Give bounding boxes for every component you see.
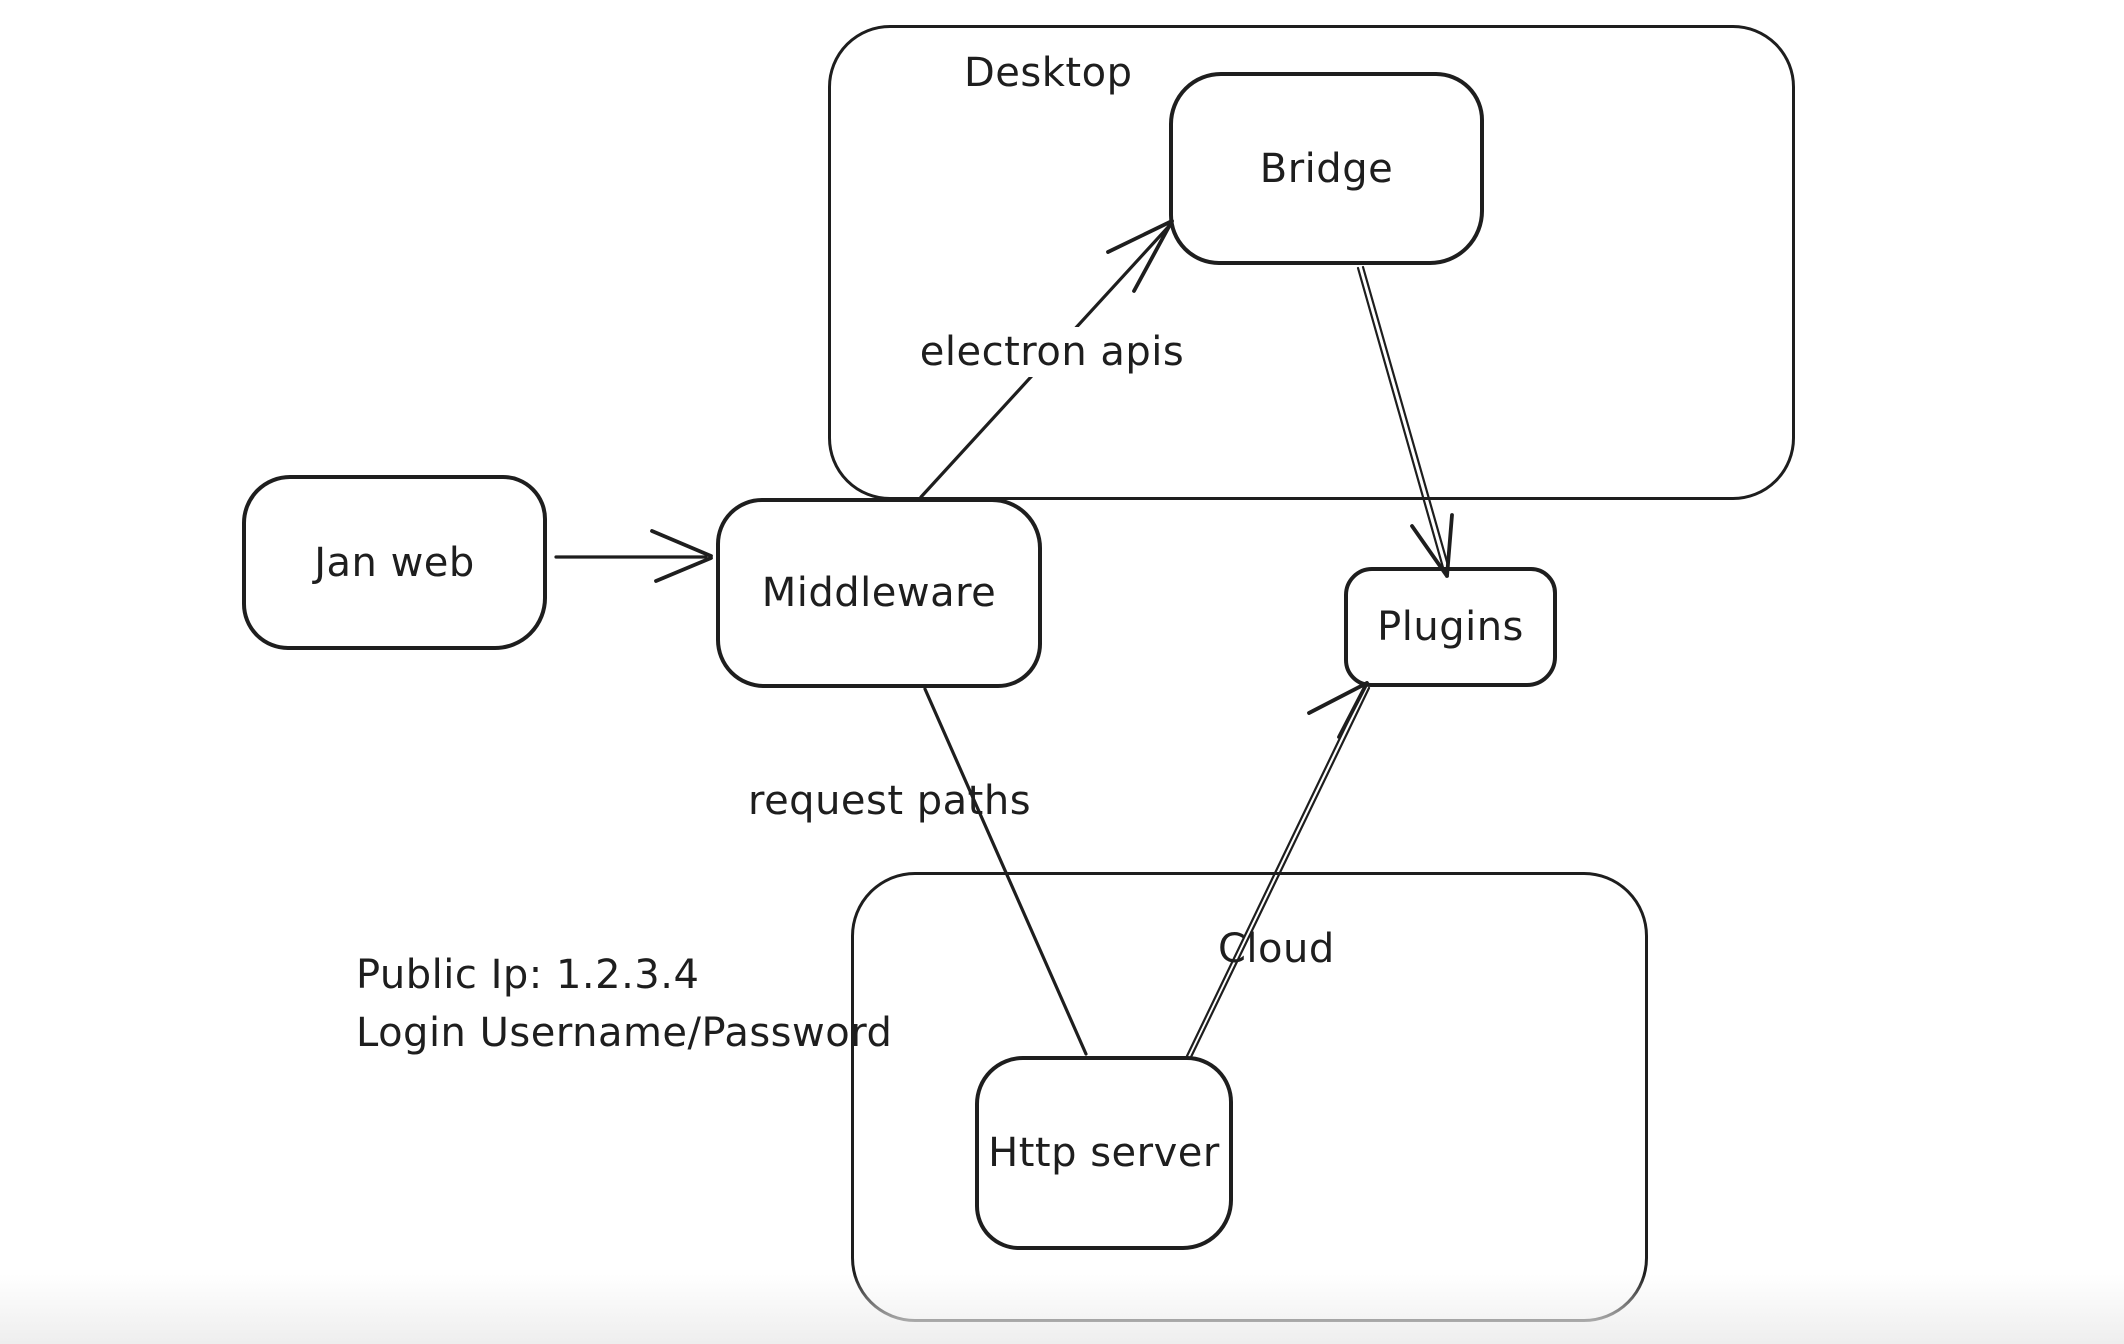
annotation-public-ip: Public Ip: 1.2.3.4 [356,952,700,998]
node-plugins-label: Plugins [1377,604,1524,650]
node-http-server-label: Http server [988,1130,1220,1176]
edge-label-electron-apis: electron apis [909,327,1195,377]
container-cloud-title: Cloud [1218,926,1335,972]
edge-middleware-httpserver[interactable] [923,687,1088,1056]
node-jan-web[interactable]: Jan web [242,475,547,650]
node-jan-web-label: Jan web [314,539,475,586]
edge-label-request-paths: request paths [748,778,1032,824]
edge-bridge-plugins[interactable] [1356,265,1451,573]
annotation-block: Public Ip: 1.2.3.4 Login Username/Passwo… [356,946,892,1062]
edge-janweb-middleware-arrowhead [650,529,713,583]
node-middleware[interactable]: Middleware [716,498,1042,688]
container-desktop[interactable] [828,25,1795,500]
node-bridge-label: Bridge [1259,145,1394,192]
node-http-server[interactable]: Http server [975,1056,1233,1250]
edge-middleware-bridge-arrowhead [1106,219,1174,293]
node-middleware-label: Middleware [761,570,997,616]
node-bridge[interactable]: Bridge [1169,72,1484,265]
edge-httpserver-plugins-arrowhead [1307,681,1369,739]
container-desktop-title: Desktop [964,50,1133,96]
node-plugins[interactable]: Plugins [1344,567,1557,687]
annotation-login: Login Username/Password [356,1010,893,1056]
